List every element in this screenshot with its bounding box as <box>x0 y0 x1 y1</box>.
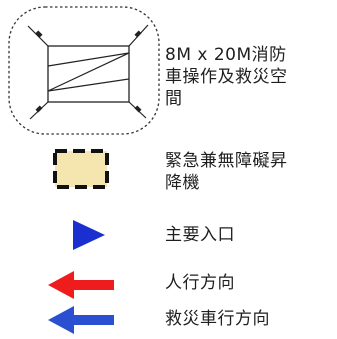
dashed-square-icon <box>52 148 110 190</box>
legend-item-pedestrian-direction: 人行方向 <box>0 268 337 300</box>
legend-item-fire-truck-space: 8M x 20M消防 車操作及救災空 間 <box>0 0 337 140</box>
legend-label: 8M x 20M消防 車操作及救災空 間 <box>165 45 288 109</box>
legend-label: 救災車行方向 <box>165 309 270 329</box>
legend-label: 主要入口 <box>165 225 235 245</box>
blue-triangle-icon <box>72 219 106 251</box>
legend-item-main-entrance: 主要入口 <box>0 218 337 252</box>
legend-item-rescue-vehicle-direction: 救災車行方向 <box>0 302 337 334</box>
legend-label: 人行方向 <box>165 273 235 293</box>
blue-arrow-icon <box>48 305 114 335</box>
legend-label: 緊急兼無障礙昇 降機 <box>165 151 288 193</box>
fire-truck-operating-space-icon <box>6 4 162 137</box>
legend-item-emergency-lift: 緊急兼無障礙昇 降機 <box>0 140 337 200</box>
red-arrow-icon <box>48 270 114 300</box>
